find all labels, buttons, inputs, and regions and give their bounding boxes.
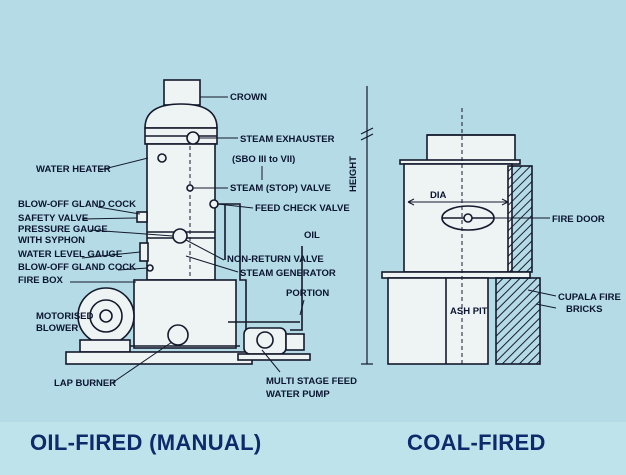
caption-oil-fired: OIL-FIRED (MANUAL) <box>30 430 262 455</box>
label-blow-off-gland-cock-top: BLOW-OFF GLAND COCK <box>18 199 136 210</box>
crown-shape <box>163 79 201 106</box>
label-ash-pit: ASH PIT <box>450 306 488 317</box>
water-heater-port <box>157 153 167 163</box>
cupala-fire-bricks-lower <box>495 277 541 365</box>
label-pressure-gauge: PRESSURE GAUGE <box>18 224 108 235</box>
ash-pit <box>387 277 489 365</box>
label-dia: DIA <box>430 190 447 201</box>
label-motorised: MOTORISED <box>36 311 93 322</box>
leader-lines-left <box>70 96 305 384</box>
label-non-return-valve: NON-RETURN VALVE <box>227 254 324 265</box>
chimney <box>426 134 516 164</box>
blower-motor <box>79 339 131 353</box>
base-plate <box>381 271 531 279</box>
feed-check-valve-fitting <box>209 199 219 209</box>
label-steam-exhauster: STEAM EXHAUSTER <box>240 134 335 145</box>
pressure-gauge-fitting <box>172 228 188 244</box>
feed-pipe <box>217 203 247 330</box>
cupala-fire-bricks-upper <box>507 165 533 273</box>
coal-fired-boiler <box>381 108 541 365</box>
oil-pipe <box>290 246 303 331</box>
label-blower: BLOWER <box>36 323 78 334</box>
label-steam-generator: STEAM GENERATOR <box>240 268 336 279</box>
dia-dimension <box>407 198 509 206</box>
label-sbo: (SBO III to VII) <box>232 154 295 165</box>
label-crown: CROWN <box>230 92 267 103</box>
oil-fired-boiler <box>65 79 311 365</box>
label-water-pump: WATER PUMP <box>266 389 330 400</box>
label-lap-burner: LAP BURNER <box>54 378 116 389</box>
label-blow-off-gland-cock-bottom: BLOW-OFF GLAND COCK <box>18 262 136 273</box>
boiler-base <box>65 351 253 365</box>
caption-coal-fired: COAL-FIRED <box>407 430 546 455</box>
label-water-heater: WATER HEATER <box>36 164 111 175</box>
label-multi-stage-feed: MULTI STAGE FEED <box>266 376 357 387</box>
label-height: HEIGHT <box>348 156 359 192</box>
label-with-syphon: WITH SYPHON <box>18 235 85 246</box>
feed-pump-motor <box>285 333 305 351</box>
label-water-level-gauge: WATER LEVEL GAUGE <box>18 249 122 260</box>
steam-exhauster-fitting <box>186 131 200 145</box>
label-safety-valve: SAFETY VALVE <box>18 213 88 224</box>
water-level-gauge-fitting <box>139 242 149 262</box>
dome-shape <box>144 103 218 129</box>
height-dimension <box>360 86 374 365</box>
leader-lines-right <box>494 217 557 309</box>
label-portion: PORTION <box>286 288 329 299</box>
label-bricks: BRICKS <box>566 304 602 315</box>
safety-valve-fitting <box>136 211 148 223</box>
boiler-body <box>146 143 216 281</box>
label-cupala-fire: CUPALA FIRE <box>558 292 621 303</box>
label-oil: OIL <box>304 230 320 241</box>
label-fire-door: FIRE DOOR <box>552 214 605 225</box>
burner-port <box>167 324 189 346</box>
labels: CROWN STEAM EXHAUSTER (SBO III to VII) W… <box>18 92 621 400</box>
label-fire-box: FIRE BOX <box>18 275 64 286</box>
label-steam-stop-valve: STEAM (STOP) VALVE <box>230 183 331 194</box>
label-feed-check-valve: FEED CHECK VALVE <box>255 203 350 214</box>
steam-stop-valve-fitting <box>186 184 194 192</box>
